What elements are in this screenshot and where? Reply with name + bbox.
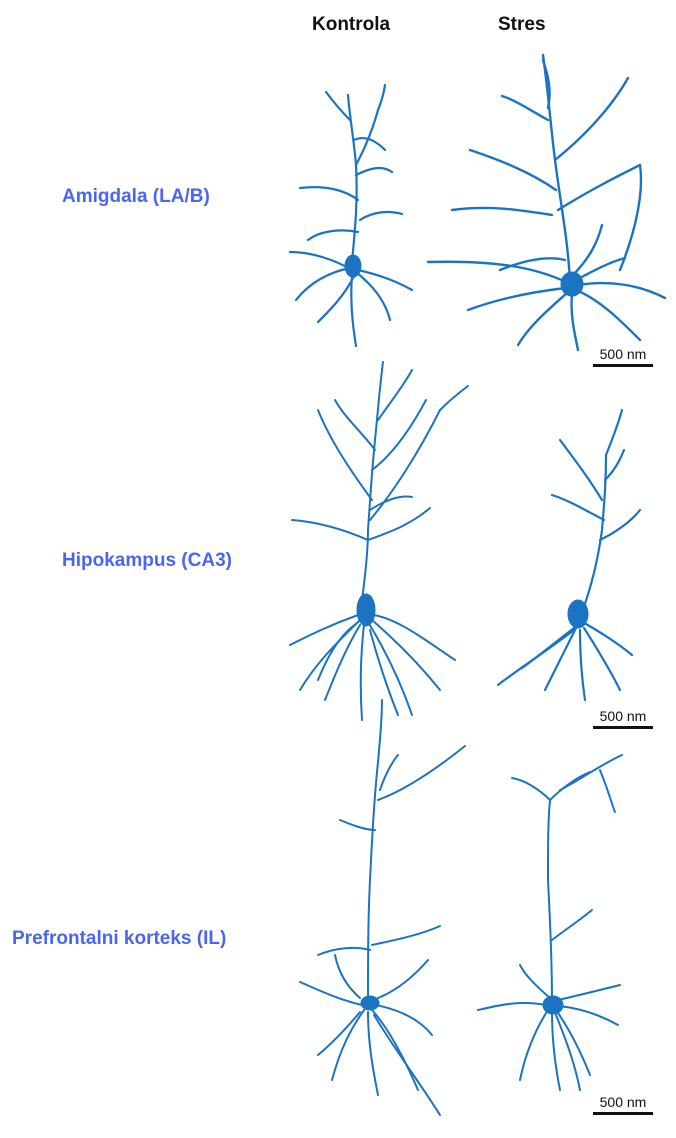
scale-bar-amygdala: 500 nm xyxy=(593,346,653,367)
neuron-prefrontal-control xyxy=(300,700,465,1115)
scale-bar-label: 500 nm xyxy=(593,708,653,724)
soma-prefrontal-stress xyxy=(543,996,563,1014)
soma-hippocampus-control xyxy=(357,594,375,626)
neuron-hippocampus-stress xyxy=(498,410,640,700)
neuron-prefrontal-stress xyxy=(478,755,622,1090)
scale-bar-hippocampus: 500 nm xyxy=(593,708,653,729)
soma-hippocampus-stress xyxy=(568,600,588,628)
scale-bar-label: 500 nm xyxy=(593,346,653,362)
soma-amygdala-control xyxy=(345,255,361,277)
scale-bar-line xyxy=(593,364,653,367)
scale-bar-label: 500 nm xyxy=(593,1094,653,1110)
scale-bar-prefrontal: 500 nm xyxy=(593,1094,653,1115)
soma-amygdala-stress xyxy=(561,272,583,296)
neuron-amygdala-control xyxy=(290,85,412,346)
neuron-amygdala-stress xyxy=(428,55,665,350)
soma-prefrontal-control xyxy=(361,996,379,1010)
scale-bar-line xyxy=(593,726,653,729)
scale-bar-line xyxy=(593,1112,653,1115)
neuron-hippocampus-control xyxy=(290,362,468,720)
